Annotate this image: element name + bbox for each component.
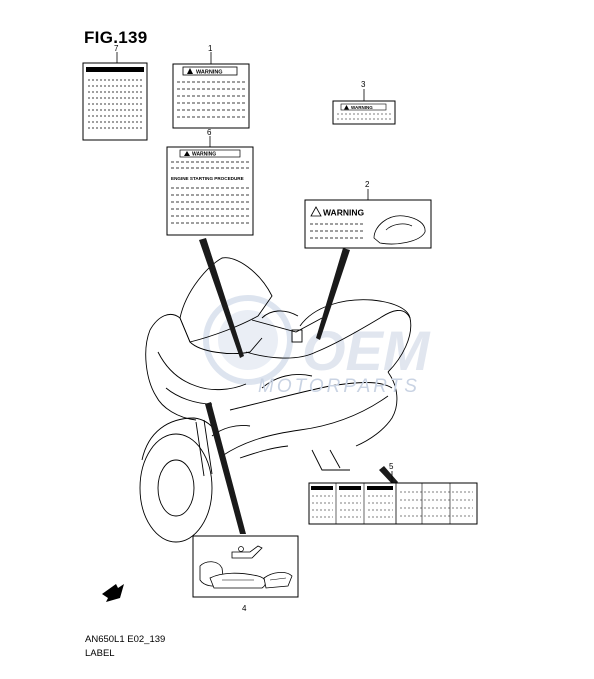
- callout-5: 5: [389, 462, 394, 471]
- callout-4: 4: [242, 604, 247, 613]
- label-1-warning-text: WARNING: [196, 70, 223, 76]
- label-7: [82, 62, 148, 141]
- pointer-arrows: [199, 238, 398, 534]
- figure-code: AN650L1 E02_139: [85, 634, 166, 645]
- callout-7: 7: [114, 44, 119, 53]
- watermark-text: MOTORPARTS: [258, 376, 420, 397]
- figure-title: FIG.139: [84, 28, 148, 47]
- callout-3: 3: [361, 80, 366, 89]
- label-2: WARNING: [304, 199, 432, 249]
- callout-1: 1: [208, 44, 213, 53]
- label-3: WARNING: [332, 100, 396, 125]
- label-6: WARNING ENGINE STARTING PROCEDURE: [166, 146, 254, 236]
- label-2-warning-text: WARNING: [323, 208, 364, 218]
- figure-caption: LABEL: [85, 648, 115, 659]
- front-direction-arrow-icon: [102, 584, 124, 602]
- label-6-procedure-heading: ENGINE STARTING PROCEDURE: [171, 176, 244, 181]
- label-6-warning-text: WARNING: [192, 152, 216, 158]
- label-4: [192, 535, 299, 598]
- label-1: WARNING: [172, 63, 250, 129]
- callout-6: 6: [207, 128, 212, 137]
- callout-2: 2: [365, 180, 370, 189]
- label-3-warning-text: WARNING: [351, 105, 373, 110]
- label-5: [308, 482, 478, 525]
